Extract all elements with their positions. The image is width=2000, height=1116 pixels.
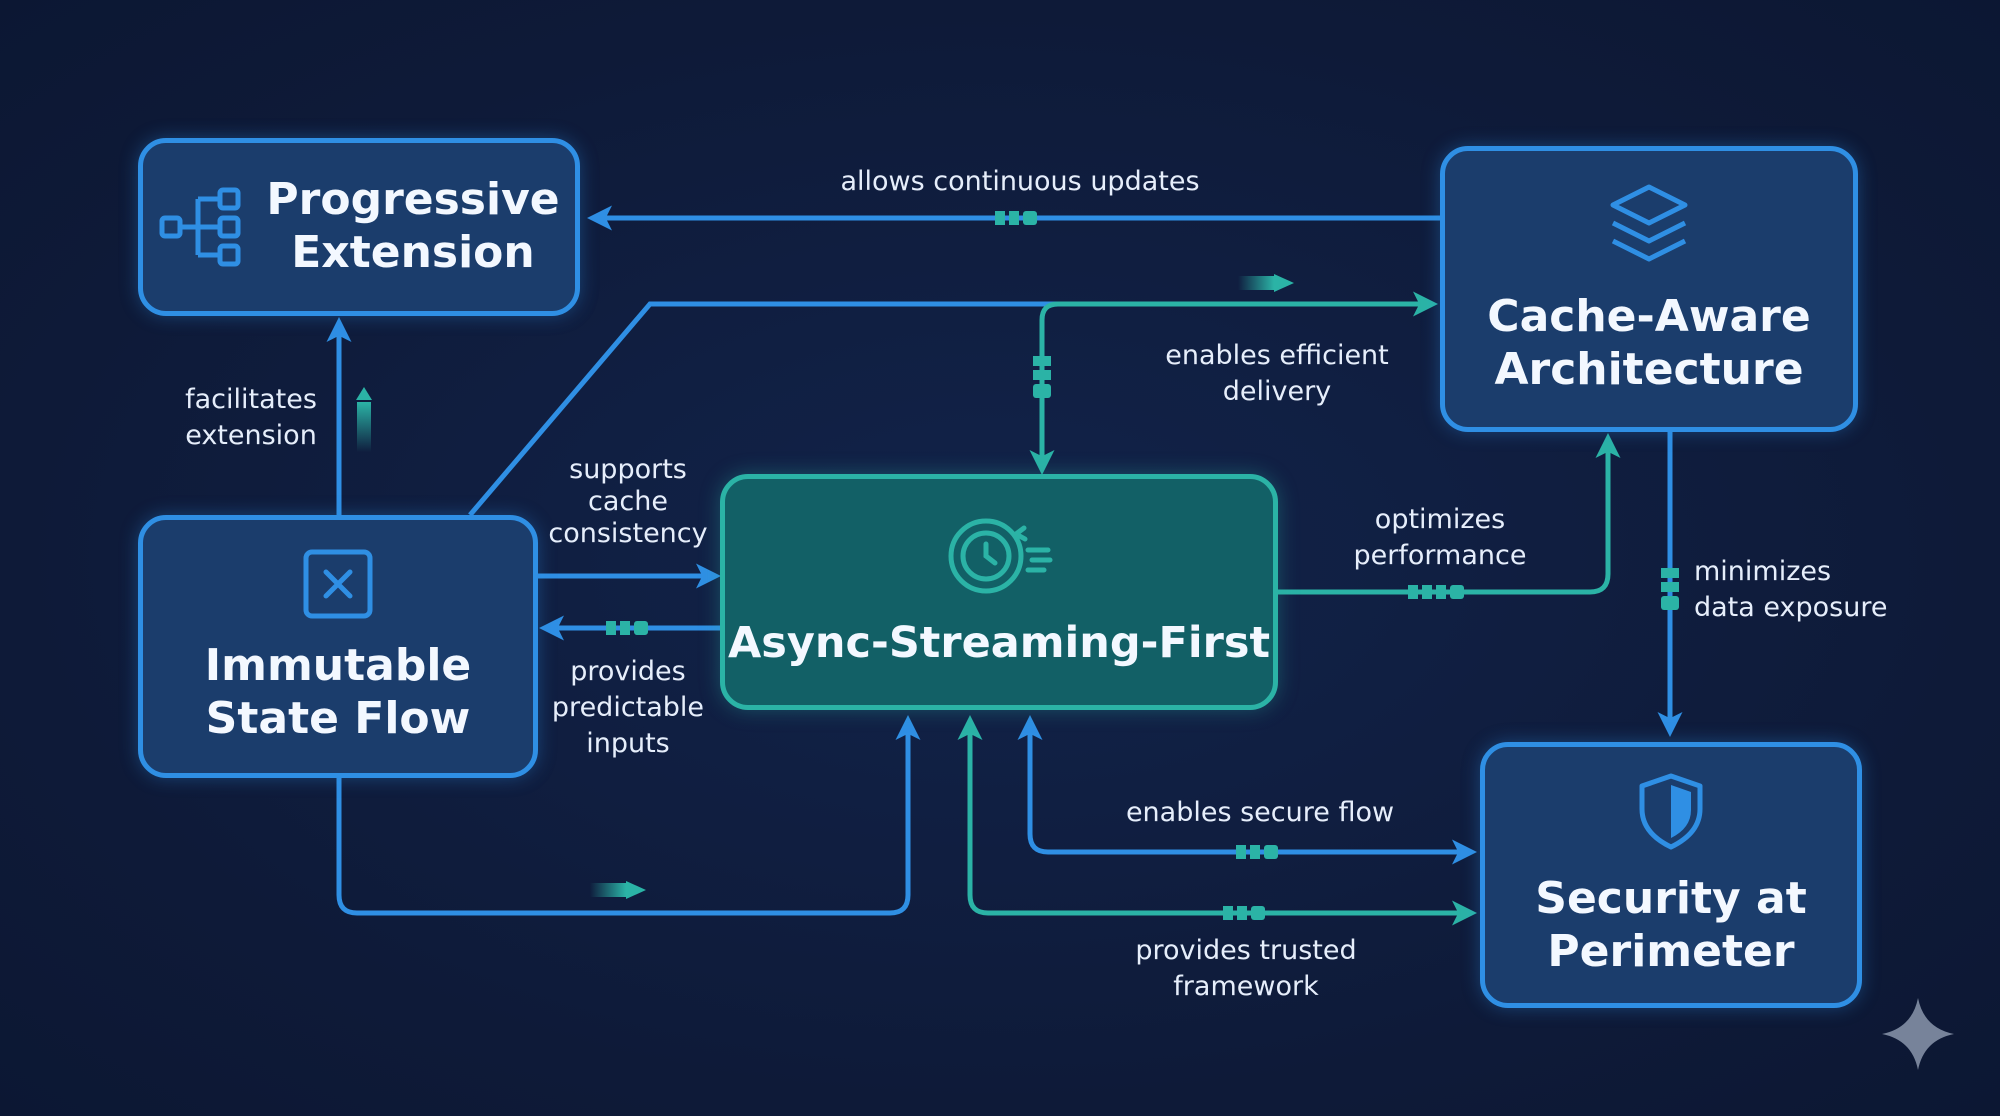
edge-trusted-framework bbox=[957, 715, 1477, 926]
edge-label-data-exposure: minimizes data exposure bbox=[1694, 556, 1888, 623]
node-immutable-state-flow[interactable]: Immutable State Flow bbox=[138, 515, 538, 778]
edge-label-trusted-framework: provides trusted framework bbox=[1135, 935, 1357, 1002]
flow-marker bbox=[1033, 356, 1051, 398]
flow-marker bbox=[1223, 906, 1265, 920]
flow-marker bbox=[1236, 845, 1278, 859]
edge-immutable-to-cache bbox=[468, 301, 1100, 517]
sparkle-icon bbox=[1882, 998, 1954, 1070]
shield-icon bbox=[1639, 773, 1703, 850]
close-box-icon bbox=[303, 549, 373, 619]
edge-label-facilitates-extension: facilitates extension bbox=[185, 384, 317, 451]
hierarchy-icon bbox=[159, 187, 241, 267]
node-cache-aware-architecture[interactable]: Cache-Aware Architecture bbox=[1440, 146, 1858, 432]
node-title: Immutable State Flow bbox=[204, 639, 472, 744]
edge-immutable-bottom-loop bbox=[336, 715, 921, 916]
flow-marker bbox=[995, 211, 1037, 225]
edge-secure-flow bbox=[1017, 715, 1477, 865]
edge-optimizes-performance bbox=[1278, 433, 1621, 595]
edge-label-cache-consistency: supports cache consistency bbox=[548, 454, 708, 549]
node-progressive-extension[interactable]: Progressive Extension bbox=[138, 138, 580, 316]
flow-marker bbox=[1661, 568, 1679, 610]
edge-label-continuous-updates: allows continuous updates bbox=[840, 166, 1200, 197]
node-title: Cache-Aware Architecture bbox=[1487, 291, 1811, 395]
flow-marker bbox=[590, 881, 646, 899]
flow-marker bbox=[356, 387, 372, 452]
node-security-at-perimeter[interactable]: Security at Perimeter bbox=[1480, 742, 1862, 1008]
edge-label-predictable-inputs: provides predictable inputs bbox=[551, 656, 705, 759]
layers-icon bbox=[1610, 184, 1688, 262]
edge-label-efficient-delivery: enables efficient delivery bbox=[1165, 340, 1389, 407]
edge-label-secure-flow: enables secure flow bbox=[1125, 797, 1395, 828]
node-title: Progressive Extension bbox=[266, 174, 560, 278]
flow-marker bbox=[1408, 585, 1464, 599]
node-async-streaming-first[interactable]: Async-Streaming-First bbox=[720, 474, 1278, 710]
edge-efficient-delivery bbox=[1029, 301, 1100, 475]
edge-label-optimizes-performance: optimizes performance bbox=[1353, 504, 1527, 571]
flow-marker bbox=[1238, 274, 1294, 292]
node-title: Security at Perimeter bbox=[1535, 873, 1807, 977]
flow-marker bbox=[606, 621, 648, 635]
clock-speed-icon bbox=[948, 518, 1053, 594]
node-title: Async-Streaming-First bbox=[727, 618, 1270, 669]
